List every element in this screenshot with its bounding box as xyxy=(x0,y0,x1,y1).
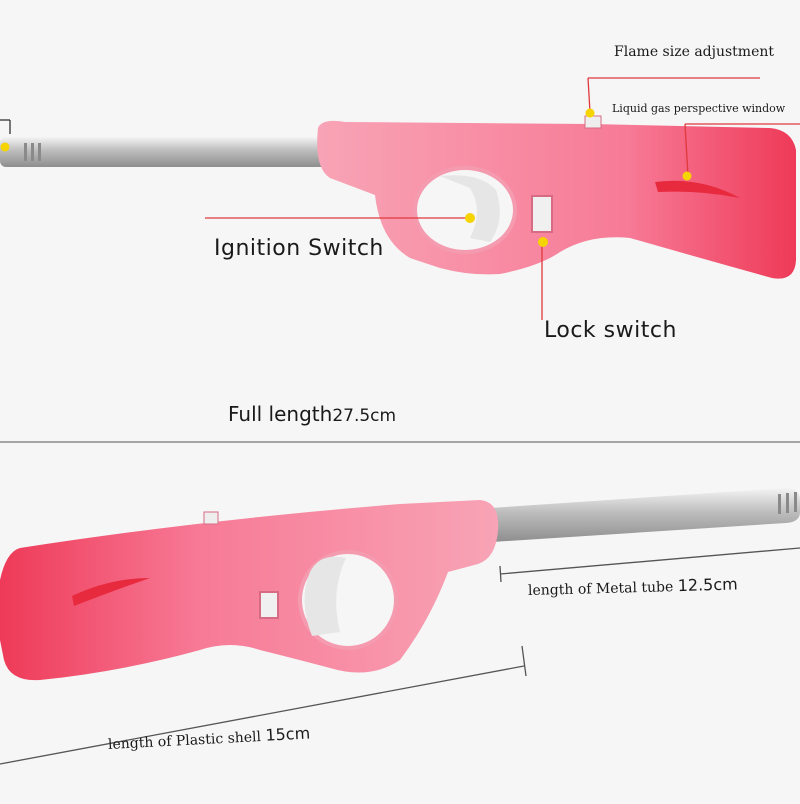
lock-switch-label: Lock switch xyxy=(544,318,677,343)
full-length-label: Full length27.5cm xyxy=(228,402,396,426)
flame-size-label: Flame size adjustment xyxy=(614,44,775,60)
full-length-value: 27.5cm xyxy=(332,406,397,426)
metal-tube-value: 12.5cm xyxy=(677,574,738,596)
plastic-shell-value: 15cm xyxy=(264,723,311,745)
lock-switch-slot-top xyxy=(531,195,553,233)
plastic-shell-measure-line xyxy=(0,665,525,765)
gas-window-bottom xyxy=(72,578,150,606)
callout-lines xyxy=(0,77,800,320)
ignition-trigger-top xyxy=(440,175,500,242)
bottom-lighter xyxy=(0,488,800,681)
top-lighter xyxy=(0,115,796,279)
tube-vent-slots-bottom xyxy=(778,492,797,514)
ignition-switch-label: Ignition Switch xyxy=(214,236,384,261)
flame-adjust-tab-top xyxy=(584,115,602,129)
ignition-trigger-bottom xyxy=(304,556,346,636)
measurement-lines xyxy=(0,547,800,765)
flame-adjust-tab-bottom xyxy=(203,511,219,525)
metal-tube-top xyxy=(0,137,330,167)
tube-vent-slots-top xyxy=(24,143,41,161)
callout-dots xyxy=(0,108,692,247)
full-length-text: Full length xyxy=(228,402,333,426)
metal-tube-measure-line xyxy=(499,547,800,575)
lock-switch-slot-bottom xyxy=(259,591,279,619)
metal-tube-bottom xyxy=(490,488,800,542)
gas-window-top xyxy=(655,180,740,198)
liquid-gas-window-label: Liquid gas perspective window xyxy=(612,102,786,115)
plastic-shell-top xyxy=(317,120,796,279)
plastic-shell-bottom xyxy=(0,500,499,681)
